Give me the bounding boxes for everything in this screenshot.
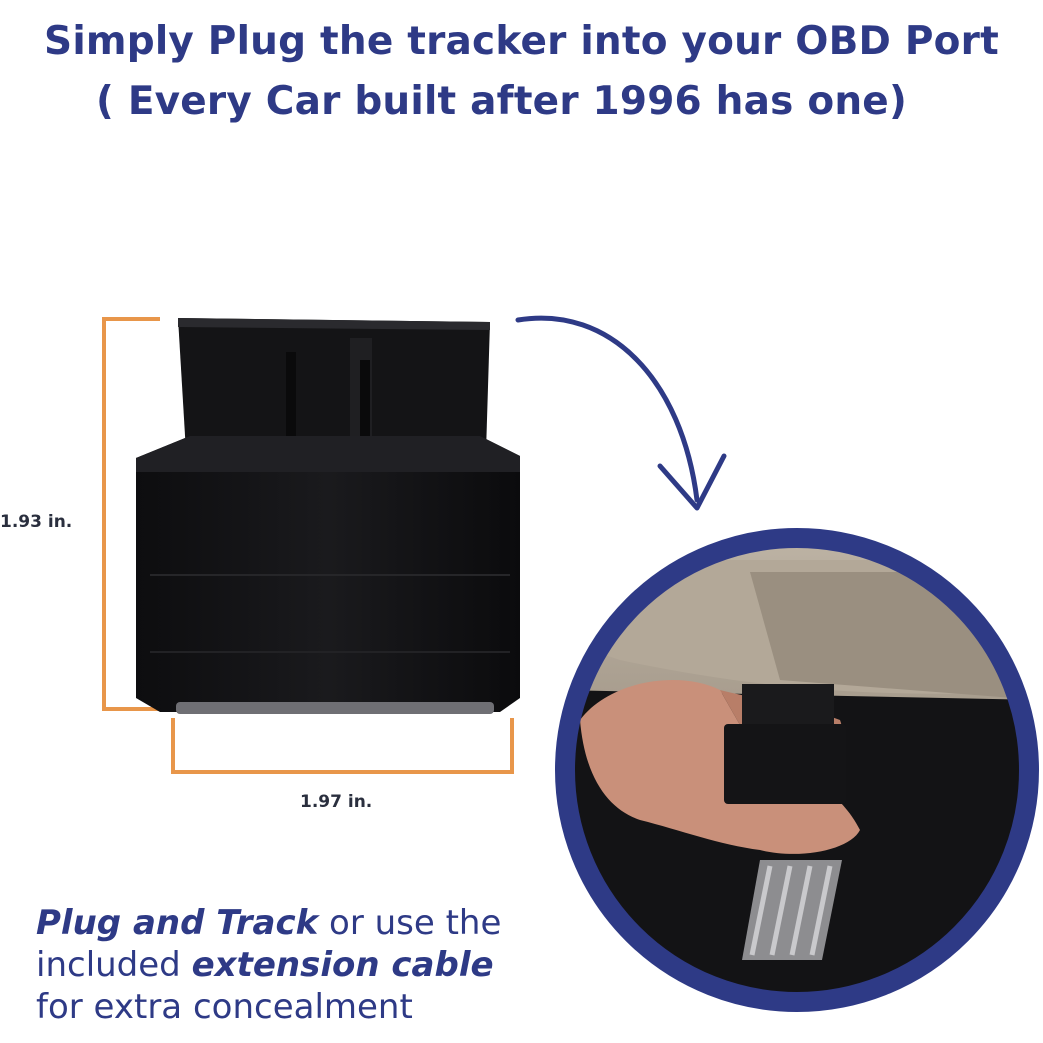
device-in-hand: [724, 684, 846, 804]
headline-line-1: Simply Plug the tracker into your OBD Po…: [44, 19, 999, 64]
height-dimension-label: 1.93 in.: [0, 512, 73, 532]
caption: Plug and Track or use the included exten…: [36, 902, 596, 1028]
curved-arrow-icon: [515, 315, 727, 511]
headline: Simply Plug the tracker into your OBD Po…: [0, 12, 1043, 132]
caption-text-3: for extra concealment: [36, 987, 413, 1027]
pedal: [742, 860, 842, 960]
caption-text-2: included: [36, 945, 192, 985]
width-dimension-label: 1.97 in.: [300, 792, 373, 812]
obd-tracker-device: [136, 318, 520, 714]
height-bracket: [102, 317, 160, 711]
caption-emphasis-plug-and-track: Plug and Track: [36, 903, 319, 943]
caption-text-1: or use the: [318, 903, 502, 943]
caption-emphasis-extension-cable: extension cable: [191, 945, 494, 985]
width-bracket: [171, 718, 514, 774]
installation-photo: [555, 528, 1039, 1012]
headline-line-2: ( Every Car built after 1996 has one): [96, 79, 907, 124]
